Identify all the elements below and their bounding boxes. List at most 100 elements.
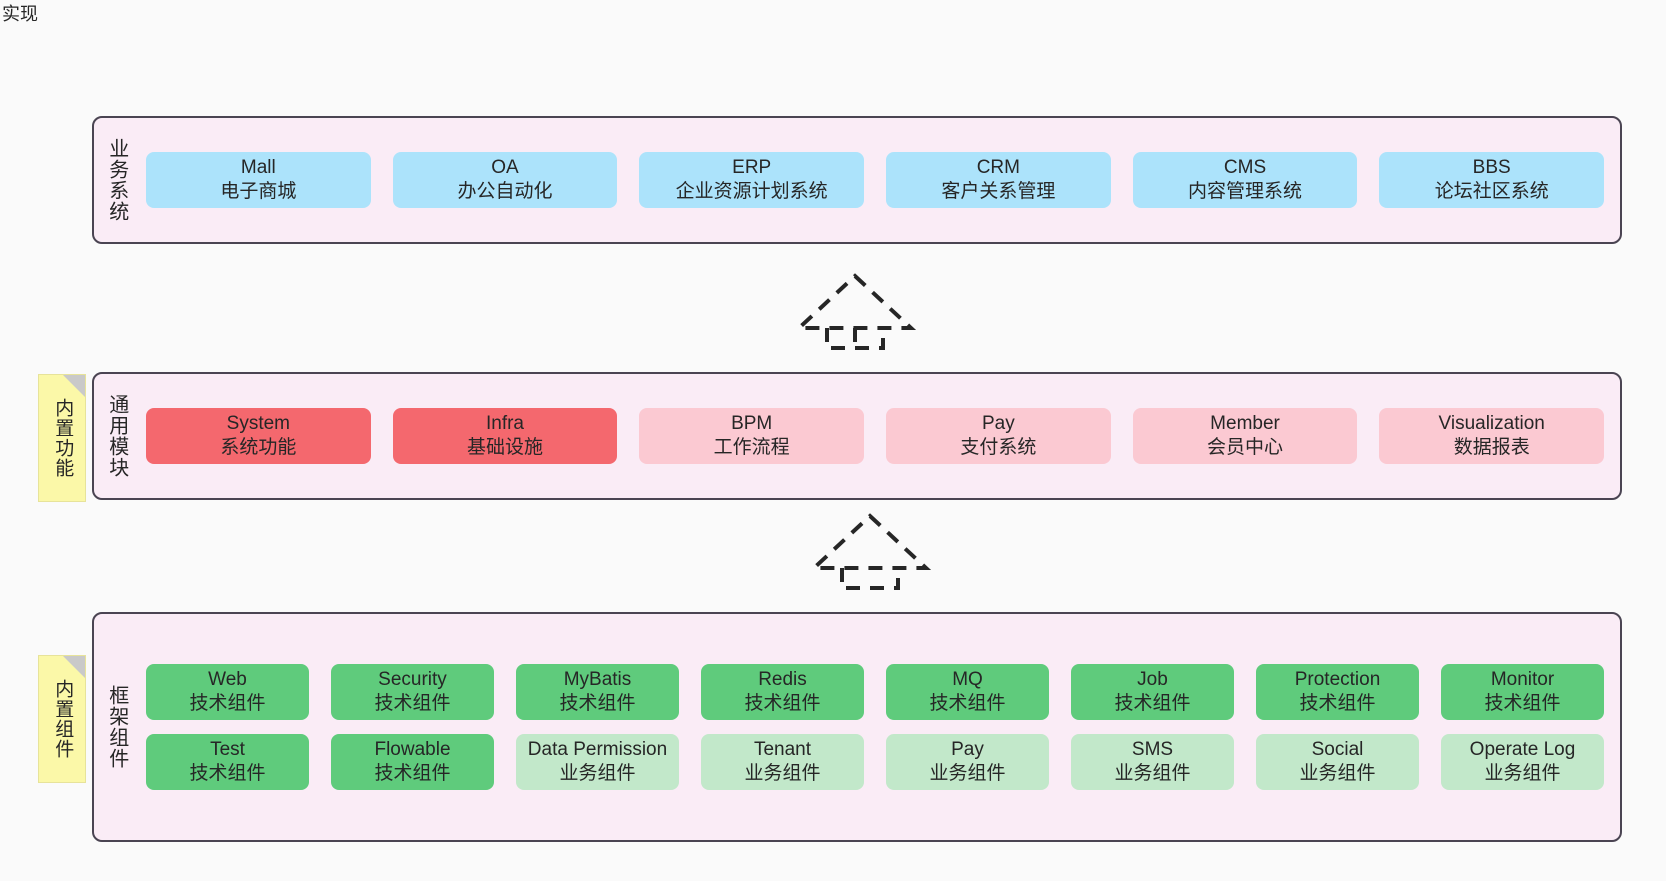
node-label-cn: 工作流程 <box>713 437 790 458</box>
node-label-cn: 基础设施 <box>467 437 544 458</box>
node-redis[interactable]: Redis 技术组件 <box>701 663 864 720</box>
node-label-en: Redis <box>758 668 807 690</box>
connector-label-implement: 实现 <box>0 0 40 26</box>
connector-implement-arrow <box>808 513 932 590</box>
node-label-en: MyBatis <box>563 668 632 690</box>
node-test[interactable]: Test 技术组件 <box>146 734 309 791</box>
node-member[interactable]: Member 会员中心 <box>1132 407 1358 465</box>
node-mall[interactable]: Mall 电子商城 <box>146 151 371 209</box>
node-label-cn: 会员中心 <box>1207 437 1284 458</box>
node-label-cn: 支付系统 <box>960 437 1037 458</box>
node-bbs[interactable]: BBS 论坛社区系统 <box>1379 151 1605 209</box>
layer-body-framework-components: Web 技术组件 Security 技术组件 MyBatis 技术组件 Redi… <box>138 614 1620 840</box>
node-label-en: Security <box>378 668 447 690</box>
node-data-permission[interactable]: Data Permission 业务组件 <box>516 734 679 791</box>
node-row: Web 技术组件 Security 技术组件 MyBatis 技术组件 Redi… <box>146 663 1604 720</box>
node-label-en: Job <box>1137 668 1168 690</box>
node-label-en: Pay <box>981 412 1015 434</box>
node-pay-component[interactable]: Pay 业务组件 <box>886 734 1049 791</box>
node-security[interactable]: Security 技术组件 <box>331 663 494 720</box>
node-sms[interactable]: SMS 业务组件 <box>1071 734 1234 791</box>
node-label-en: CRM <box>976 156 1020 178</box>
node-label-en: System <box>226 412 291 434</box>
node-job[interactable]: Job 技术组件 <box>1071 663 1234 720</box>
node-tenant[interactable]: Tenant 业务组件 <box>701 734 864 791</box>
node-label-cn: 业务组件 <box>1484 763 1561 785</box>
node-label-cn: 技术组件 <box>189 763 266 785</box>
node-crm[interactable]: CRM 客户关系管理 <box>886 151 1111 209</box>
note-label: 内置功能 <box>52 398 74 478</box>
layer-framework-components: 框架组件 Web 技术组件 Security 技术组件 MyBatis 技术组件… <box>92 612 1622 842</box>
node-label-en: Infra <box>485 412 525 434</box>
node-oa[interactable]: OA 办公自动化 <box>392 151 618 209</box>
node-label-cn: 数据报表 <box>1453 437 1530 458</box>
node-flowable[interactable]: Flowable 技术组件 <box>331 734 494 791</box>
layer-title-common-modules: 通用模块 <box>105 394 128 478</box>
node-label-en: Data Permission <box>527 739 668 760</box>
node-label-en: Test <box>210 739 245 760</box>
node-mq[interactable]: MQ 技术组件 <box>886 663 1049 720</box>
node-pay-module[interactable]: Pay 支付系统 <box>886 407 1111 465</box>
node-label-en: Protection <box>1294 668 1381 690</box>
note-builtin-function: 内置功能 <box>38 374 86 502</box>
node-label-cn: 电子商城 <box>220 181 297 202</box>
node-label-cn: 业务组件 <box>559 763 636 785</box>
connector-build-arrow <box>793 273 917 350</box>
node-label-cn: 业务组件 <box>929 763 1006 785</box>
node-label-en: Operate Log <box>1469 739 1576 760</box>
node-label-cn: 技术组件 <box>374 763 451 785</box>
node-label-cn: 办公自动化 <box>457 181 553 202</box>
layer-body-business-system: Mall 电子商城 OA 办公自动化 ERP 企业资源计划系统 CRM 客户关系… <box>138 118 1620 242</box>
layer-body-common-modules: System 系统功能 Infra 基础设施 BPM 工作流程 Pay 支付系统… <box>138 374 1620 498</box>
node-label-cn: 论坛社区系统 <box>1434 181 1549 202</box>
node-label-en: Visualization <box>1438 412 1545 434</box>
node-operate-log[interactable]: Operate Log 业务组件 <box>1441 734 1604 791</box>
layer-title-business-system: 业务系统 <box>105 138 128 222</box>
layer-title-framework-components: 框架组件 <box>105 685 128 769</box>
layer-business-system: 业务系统 Mall 电子商城 OA 办公自动化 ERP 企业资源计划系统 CRM… <box>92 116 1622 244</box>
node-label-cn: 内容管理系统 <box>1188 181 1303 202</box>
node-label-cn: 技术组件 <box>1114 692 1191 714</box>
node-label-cn: 业务组件 <box>744 763 821 785</box>
node-label-en: BBS <box>1472 156 1511 178</box>
node-label-en: ERP <box>732 156 772 178</box>
node-row: System 系统功能 Infra 基础设施 BPM 工作流程 Pay 支付系统… <box>146 407 1605 465</box>
node-mybatis[interactable]: MyBatis 技术组件 <box>516 663 679 720</box>
node-row: Test 技术组件 Flowable 技术组件 Data Permission … <box>146 734 1604 791</box>
note-fold-corner-icon <box>63 375 85 397</box>
node-label-cn: 技术组件 <box>374 692 451 714</box>
node-label-cn: 技术组件 <box>744 692 821 714</box>
node-bpm[interactable]: BPM 工作流程 <box>639 407 865 465</box>
note-fold-corner-icon <box>63 656 85 678</box>
node-label-en: SMS <box>1131 739 1174 760</box>
node-label-en: Tenant <box>753 739 812 760</box>
node-label-en: Pay <box>951 739 984 760</box>
node-cms[interactable]: CMS 内容管理系统 <box>1132 151 1358 209</box>
node-label-en: Monitor <box>1490 668 1555 690</box>
node-label-cn: 技术组件 <box>929 692 1006 714</box>
node-monitor[interactable]: Monitor 技术组件 <box>1441 663 1604 720</box>
node-infra[interactable]: Infra 基础设施 <box>392 407 618 465</box>
node-label-en: BPM <box>731 412 773 434</box>
node-visualization[interactable]: Visualization 数据报表 <box>1379 407 1605 465</box>
node-protection[interactable]: Protection 技术组件 <box>1256 663 1419 720</box>
node-label-cn: 客户关系管理 <box>941 181 1056 202</box>
node-label-en: Flowable <box>374 739 451 760</box>
node-label-en: OA <box>491 156 519 178</box>
node-web[interactable]: Web 技术组件 <box>146 663 309 720</box>
node-label-cn: 业务组件 <box>1114 763 1191 785</box>
node-label-cn: 系统功能 <box>220 437 297 458</box>
note-label: 内置组件 <box>52 679 74 759</box>
node-label-cn: 技术组件 <box>1484 692 1561 714</box>
node-label-en: Social <box>1311 739 1364 760</box>
node-erp[interactable]: ERP 企业资源计划系统 <box>639 151 865 209</box>
node-label-en: Web <box>208 668 247 690</box>
node-label-cn: 技术组件 <box>1299 692 1376 714</box>
node-label-cn: 技术组件 <box>559 692 636 714</box>
node-label-en: Mall <box>240 156 276 178</box>
node-label-en: MQ <box>952 668 983 690</box>
node-social[interactable]: Social 业务组件 <box>1256 734 1419 791</box>
node-system[interactable]: System 系统功能 <box>146 407 371 465</box>
node-row: Mall 电子商城 OA 办公自动化 ERP 企业资源计划系统 CRM 客户关系… <box>146 151 1605 209</box>
